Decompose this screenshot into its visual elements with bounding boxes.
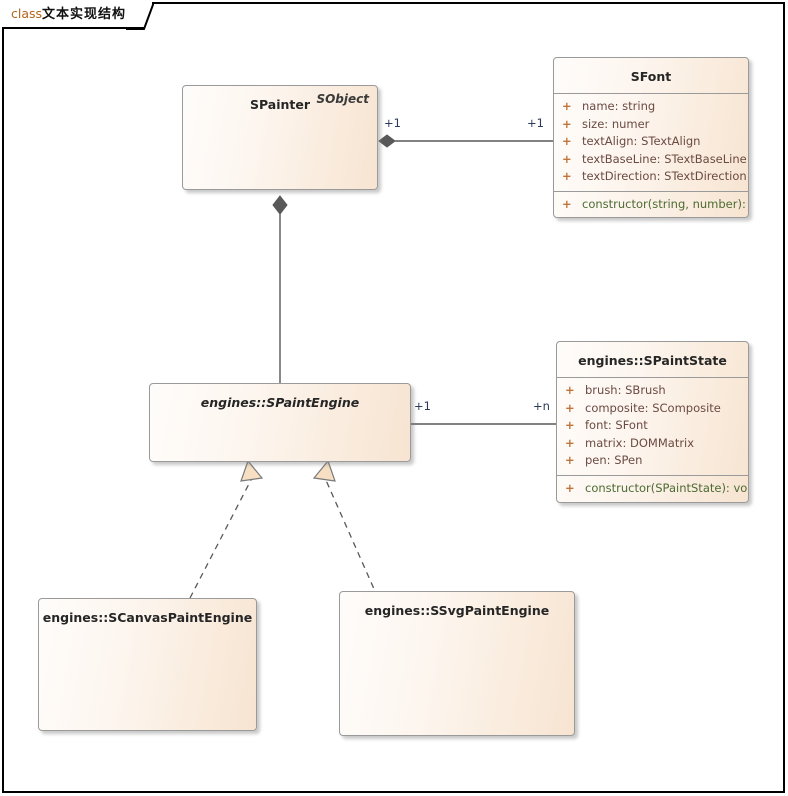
method-list-spaintstate: + constructor(SPaintState): void	[557, 476, 748, 503]
diagram-frame-tab	[2, 2, 152, 29]
multiplicity-engine-state-target: +n	[533, 399, 550, 413]
attribute-row: + composite: SComposite	[557, 400, 748, 418]
diagram-frame-title: class文本实现结构	[11, 5, 126, 24]
attribute-text: size: numer	[582, 116, 650, 131]
visibility-marker: +	[565, 400, 575, 415]
class-separator	[554, 190, 748, 192]
attribute-row: + matrix: DOMMatrix	[557, 435, 748, 453]
visibility-marker: +	[565, 453, 575, 467]
visibility-marker: +	[562, 134, 572, 148]
method-row: + constructor(string, number): void	[554, 196, 748, 214]
multiplicity-painter-font-target: +1	[527, 116, 544, 130]
class-title-ssvgpaintengine: engines::SSvgPaintEngine	[364, 603, 550, 618]
class-box-spainter[interactable]: SObject SPainter	[182, 85, 378, 190]
class-box-sfont[interactable]: SFont + name: string + size: numer + textAl…	[553, 57, 749, 218]
visibility-marker: +	[562, 196, 572, 211]
multiplicity-engine-state-source: +1	[414, 399, 431, 413]
class-separator	[557, 474, 748, 476]
attribute-row: + textAlign: STextAlign	[554, 133, 748, 151]
composition-diamond-painter-font	[378, 134, 396, 148]
class-box-scanvaspaintengine[interactable]: engines::SCanvasPaintEngine	[38, 598, 257, 731]
attribute-text: textDirection: STextDirection	[582, 169, 747, 183]
composition-diamond-painter-engine	[272, 195, 288, 215]
method-row: + constructor(SPaintState): void	[557, 480, 748, 498]
visibility-marker: +	[565, 480, 575, 495]
class-stereotype-sobject: SObject	[316, 92, 369, 106]
attribute-list-sfont: + name: string + size: numer + textAlign: S…	[554, 94, 748, 191]
class-separator	[554, 93, 748, 94]
class-box-ssvgpaintengine[interactable]: engines::SSvgPaintEngine	[339, 591, 575, 736]
method-text: constructor(SPaintState): void	[585, 480, 749, 495]
visibility-marker: +	[565, 435, 575, 450]
attribute-row: + font: SFont	[557, 417, 748, 435]
class-title-sfont: SFont	[630, 69, 672, 84]
realization-svg-line	[324, 477, 379, 599]
class-box-spaintstate[interactable]: engines::SPaintState +brush: SBrush +com…	[556, 341, 749, 503]
realization-canvas-line	[189, 477, 253, 599]
class-title-scanvaspaintengine: engines::SCanvasPaintEngine	[42, 610, 253, 625]
multiplicity-painter-font-source: +1	[384, 116, 401, 130]
attribute-row: + textBaseLine: STextBaseLine	[554, 151, 748, 169]
visibility-marker: +	[565, 418, 575, 432]
class-title-spaintengine: engines::SPaintEngine	[200, 395, 360, 410]
attribute-list-spaintstate: + brush: SBrush + composite: SComposite + f…	[557, 378, 748, 475]
attribute-text: pen: SPen	[585, 453, 643, 467]
attribute-text: composite: SComposite	[585, 400, 721, 415]
attribute-text: font: SFont	[585, 418, 648, 432]
visibility-marker: +	[562, 116, 572, 131]
attribute-row: + brush: SBrush	[557, 382, 748, 400]
attribute-row: + name: string	[554, 98, 748, 116]
diagram-frame-name: 文本实现结构	[42, 7, 127, 22]
attribute-row: + pen: SPen	[557, 452, 748, 470]
realization-svg-arrowhead	[312, 459, 336, 482]
class-box-spaintengine[interactable]: engines::SPaintEngine	[149, 383, 411, 462]
method-text: constructor(string, number): void	[582, 196, 748, 211]
attribute-text: textBaseLine: STextBaseLine	[582, 151, 747, 166]
visibility-marker: +	[565, 383, 575, 397]
visibility-marker: +	[562, 99, 572, 113]
attribute-text: name: string	[582, 99, 656, 113]
class-separator	[557, 377, 748, 378]
method-list-sfont: + constructor(string, number): void	[554, 192, 748, 218]
class-title-spaintstate: engines::SPaintState	[578, 353, 727, 368]
attribute-row: + size: numer	[554, 116, 748, 134]
attribute-row: + textDirection: STextDirection	[554, 168, 748, 186]
visibility-marker: +	[562, 151, 572, 166]
class-title-spainter: SPainter	[249, 97, 311, 112]
attribute-text: textAlign: STextAlign	[582, 134, 701, 148]
diagram-frame-keyword: class	[11, 6, 43, 21]
attribute-text: matrix: DOMMatrix	[585, 435, 695, 450]
attribute-text: brush: SBrush	[585, 383, 666, 397]
diagram-frame-tab-slant	[126, 2, 154, 30]
realization-canvas-arrowhead	[240, 459, 264, 482]
visibility-marker: +	[562, 169, 572, 183]
